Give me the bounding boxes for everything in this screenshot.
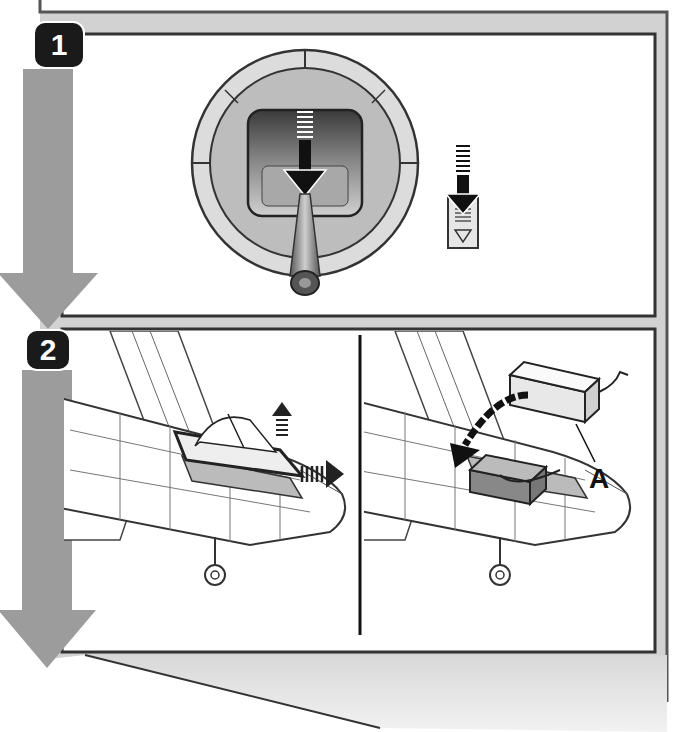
trim-slider-part (456, 146, 470, 171)
airplane-canopy-removal-part (195, 417, 276, 452)
control-stick-part (284, 170, 326, 196)
control-stick-part (290, 194, 320, 276)
part-label: A (589, 463, 609, 495)
control-stick-part (297, 112, 313, 137)
step-arrow (0, 69, 98, 329)
control-stick-part (299, 278, 311, 288)
control-stick-part (192, 50, 418, 276)
background-frame-part (85, 655, 667, 732)
control-stick-part (372, 90, 385, 103)
airplane-canopy-removal-part (302, 466, 322, 482)
airplane-battery-insert-part (585, 379, 599, 422)
airplane-battery-insert-part (510, 362, 599, 392)
background-frame (40, 0, 667, 732)
trim-slider-part (446, 194, 480, 214)
trim-slider (446, 146, 480, 248)
control-stick-part (192, 162, 210, 164)
control-stick-part (299, 140, 311, 172)
airplane-battery-insert-part (530, 467, 546, 504)
step-number: 1 (51, 28, 68, 62)
divider-line (359, 335, 362, 635)
control-stick-part (304, 50, 306, 68)
airplane-battery-insert (364, 331, 630, 585)
airplane-canopy-removal-part (272, 402, 292, 416)
step-number-badge: 2 (25, 329, 71, 371)
airplane-battery-insert-part (450, 443, 480, 468)
trim-slider-part (455, 230, 471, 242)
control-stick-part (225, 90, 238, 103)
airplane-battery-insert-part (500, 470, 560, 481)
airplane-canopy-removal (64, 331, 345, 585)
step-number: 2 (40, 333, 57, 367)
airplane-canopy-removal-part (64, 331, 345, 585)
airplane-battery-insert-part (364, 331, 630, 585)
airplane-canopy-removal-part (276, 420, 288, 435)
background-frame-part (85, 655, 380, 728)
background-frame-part (40, 0, 667, 702)
airplane-canopy-removal-part (228, 414, 244, 448)
control-stick (192, 50, 418, 295)
control-stick-part (400, 162, 418, 164)
airplane-battery-insert-part (599, 372, 628, 392)
step-number-badge: 1 (33, 21, 85, 69)
control-stick-part (291, 271, 319, 295)
airplane-battery-insert-part (576, 424, 595, 462)
airplane-canopy-removal-part (326, 460, 344, 488)
step-panel-part (62, 34, 655, 316)
airplane-battery-insert-part (465, 395, 528, 445)
background-frame-part (40, 12, 667, 702)
